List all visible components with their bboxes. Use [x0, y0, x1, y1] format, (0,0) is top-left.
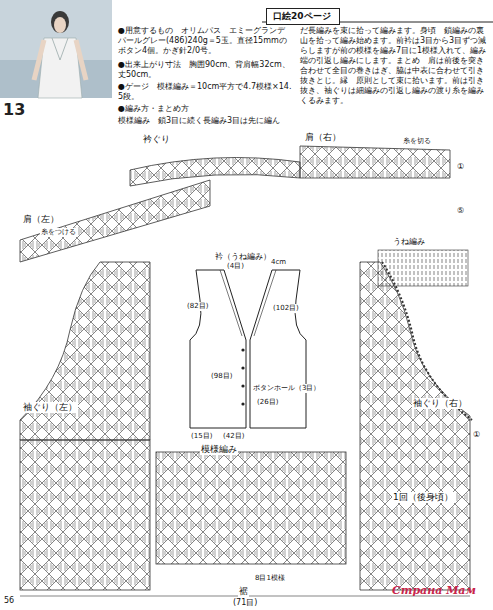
model-photo: [0, 0, 112, 98]
chart-label: 模様編み: [200, 444, 238, 455]
chart-label: 1回（後身頃）: [392, 492, 454, 503]
chart-label: ⑤: [456, 206, 465, 216]
chart-label: 衿（うね編み）: [214, 252, 272, 262]
chart-label: 袖ぐり（左）: [22, 402, 78, 413]
chart-label: 袖ぐり（右）: [412, 398, 468, 409]
chart-label: (4目): [226, 262, 245, 271]
chart-label: 糸をつける: [40, 228, 77, 237]
chart-label: 糸を切る: [402, 137, 432, 146]
note-text: 模様編み 鎖3目に続く長編み3目は先に編ん: [118, 116, 296, 126]
box-text: 口絵20ページ: [273, 11, 331, 21]
watermark: Страна Мам: [392, 584, 476, 598]
chart-label: (82目): [186, 302, 209, 311]
chart-label: (15目): [190, 432, 213, 441]
chart-label: (71目): [232, 598, 258, 608]
note-text: ●ゲージ 模様編み＝10cm平方で4.7模様×14.5段。: [118, 82, 294, 102]
chart-label: 56: [4, 596, 14, 606]
chart-label: (98目): [210, 372, 233, 381]
chart-label: 衿ぐり: [142, 134, 171, 145]
chart-label: 裾: [238, 586, 249, 597]
chart-label: (42目): [222, 432, 245, 441]
chart-label: 4cm: [270, 258, 287, 267]
chart-label: ●編み方・まとめ方: [118, 104, 189, 114]
note-text: ●出来上がり寸法 胸囲90cm、背肩幅32cm、丈50cm。: [118, 60, 294, 80]
note-text: ●用意するもの オリムパス エミーグランデ パールグレー(486)240g＝5玉…: [118, 26, 294, 56]
vest-schematic: [182, 250, 314, 446]
note-text: だ長編みを束に拾って編みます。身頃 鎖編みの裏山を拾って編み始めます。前衿は3目…: [300, 26, 488, 106]
lace-panels: [20, 146, 472, 596]
header-box: 口絵20ページ: [266, 8, 340, 25]
chart-label: ①: [456, 162, 465, 172]
chart-label: 肩（左）: [22, 214, 60, 225]
chart-label: (102目): [272, 304, 300, 313]
chart-label: ボタンホール（3目）: [252, 384, 321, 393]
chart-label: (26目): [256, 398, 279, 407]
chart-label: うね編み: [392, 237, 426, 247]
chart-label: 肩（右）: [304, 132, 342, 143]
chart-label: ①: [472, 430, 481, 440]
chart-label: 13: [3, 100, 25, 120]
chart-label: 8目1模様: [254, 574, 286, 583]
